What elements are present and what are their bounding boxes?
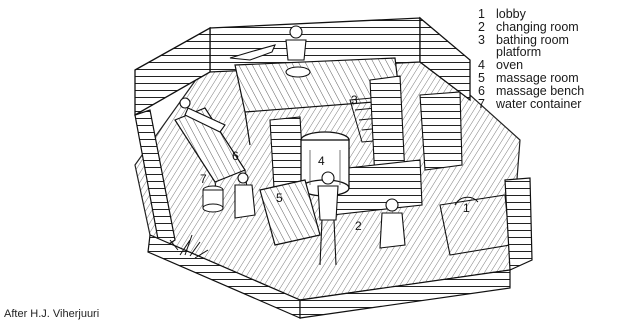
legend-number: 6 — [478, 85, 496, 98]
legend-label: massage room — [496, 72, 579, 85]
callout-4: 4 — [318, 154, 325, 168]
legend-number: 3 — [478, 34, 496, 47]
callout-5: 5 — [276, 191, 283, 205]
callout-7: 7 — [200, 172, 207, 186]
legend-item: platform — [478, 46, 584, 59]
callout-6: 6 — [232, 149, 239, 163]
legend-label: changing room — [496, 21, 579, 34]
figure-credit: After H.J. Viherjuuri — [4, 308, 99, 320]
water-container — [203, 186, 223, 212]
callout-3: 3 — [351, 93, 358, 107]
legend-label: water container — [496, 98, 581, 111]
legend-number: 5 — [478, 72, 496, 85]
callout-1: 1 — [463, 201, 470, 215]
legend-number: 1 — [478, 8, 496, 21]
legend-label: lobby — [496, 8, 526, 21]
callout-2: 2 — [355, 219, 362, 233]
legend-number: 2 — [478, 21, 496, 34]
legend-number: 7 — [478, 98, 496, 111]
legend-label: massage bench — [496, 85, 584, 98]
lobby — [440, 195, 510, 255]
